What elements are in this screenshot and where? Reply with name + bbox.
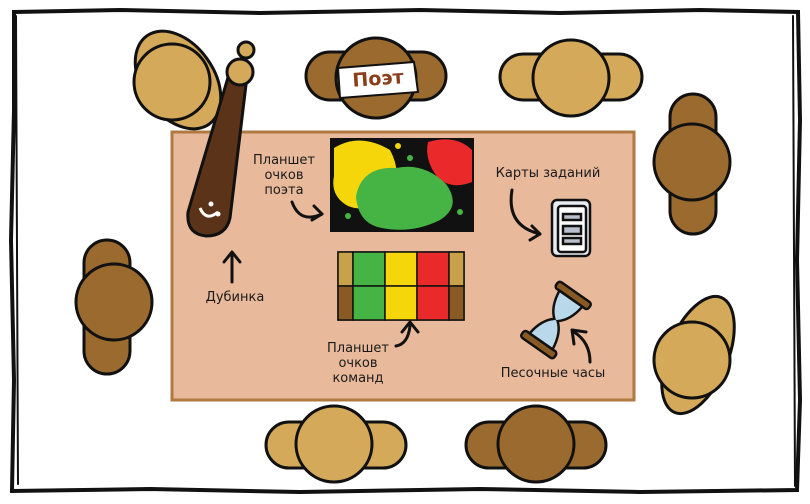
- poet-board-label-line-1: Планшет: [250, 153, 318, 168]
- player-left: [76, 240, 152, 374]
- player-top-right: [500, 40, 642, 116]
- poet-board-label-line-2: очков: [250, 168, 318, 183]
- player-right-bottom: [647, 286, 749, 423]
- player-bottom-right: [466, 406, 606, 482]
- team-board-label-line-3: команд: [322, 371, 394, 386]
- hourglass-label: Песочные часы: [490, 366, 616, 381]
- poet-score-board: [330, 138, 474, 232]
- task-cards-label: Карты заданий: [482, 166, 614, 181]
- team-board-label-line-2: очков: [322, 356, 394, 371]
- club-label: Дубинка: [194, 290, 276, 305]
- team-score-board: [338, 252, 464, 320]
- poet-board-label-line-3: поэта: [250, 183, 318, 198]
- poet-board-label: Планшет очков поэта: [250, 153, 318, 198]
- task-card-icon: [552, 200, 590, 256]
- player-right-top: [654, 94, 730, 234]
- team-board-label: Планшет очков команд: [322, 341, 394, 386]
- team-board-label-line-1: Планшет: [322, 341, 394, 356]
- player-bottom-left: [266, 406, 406, 482]
